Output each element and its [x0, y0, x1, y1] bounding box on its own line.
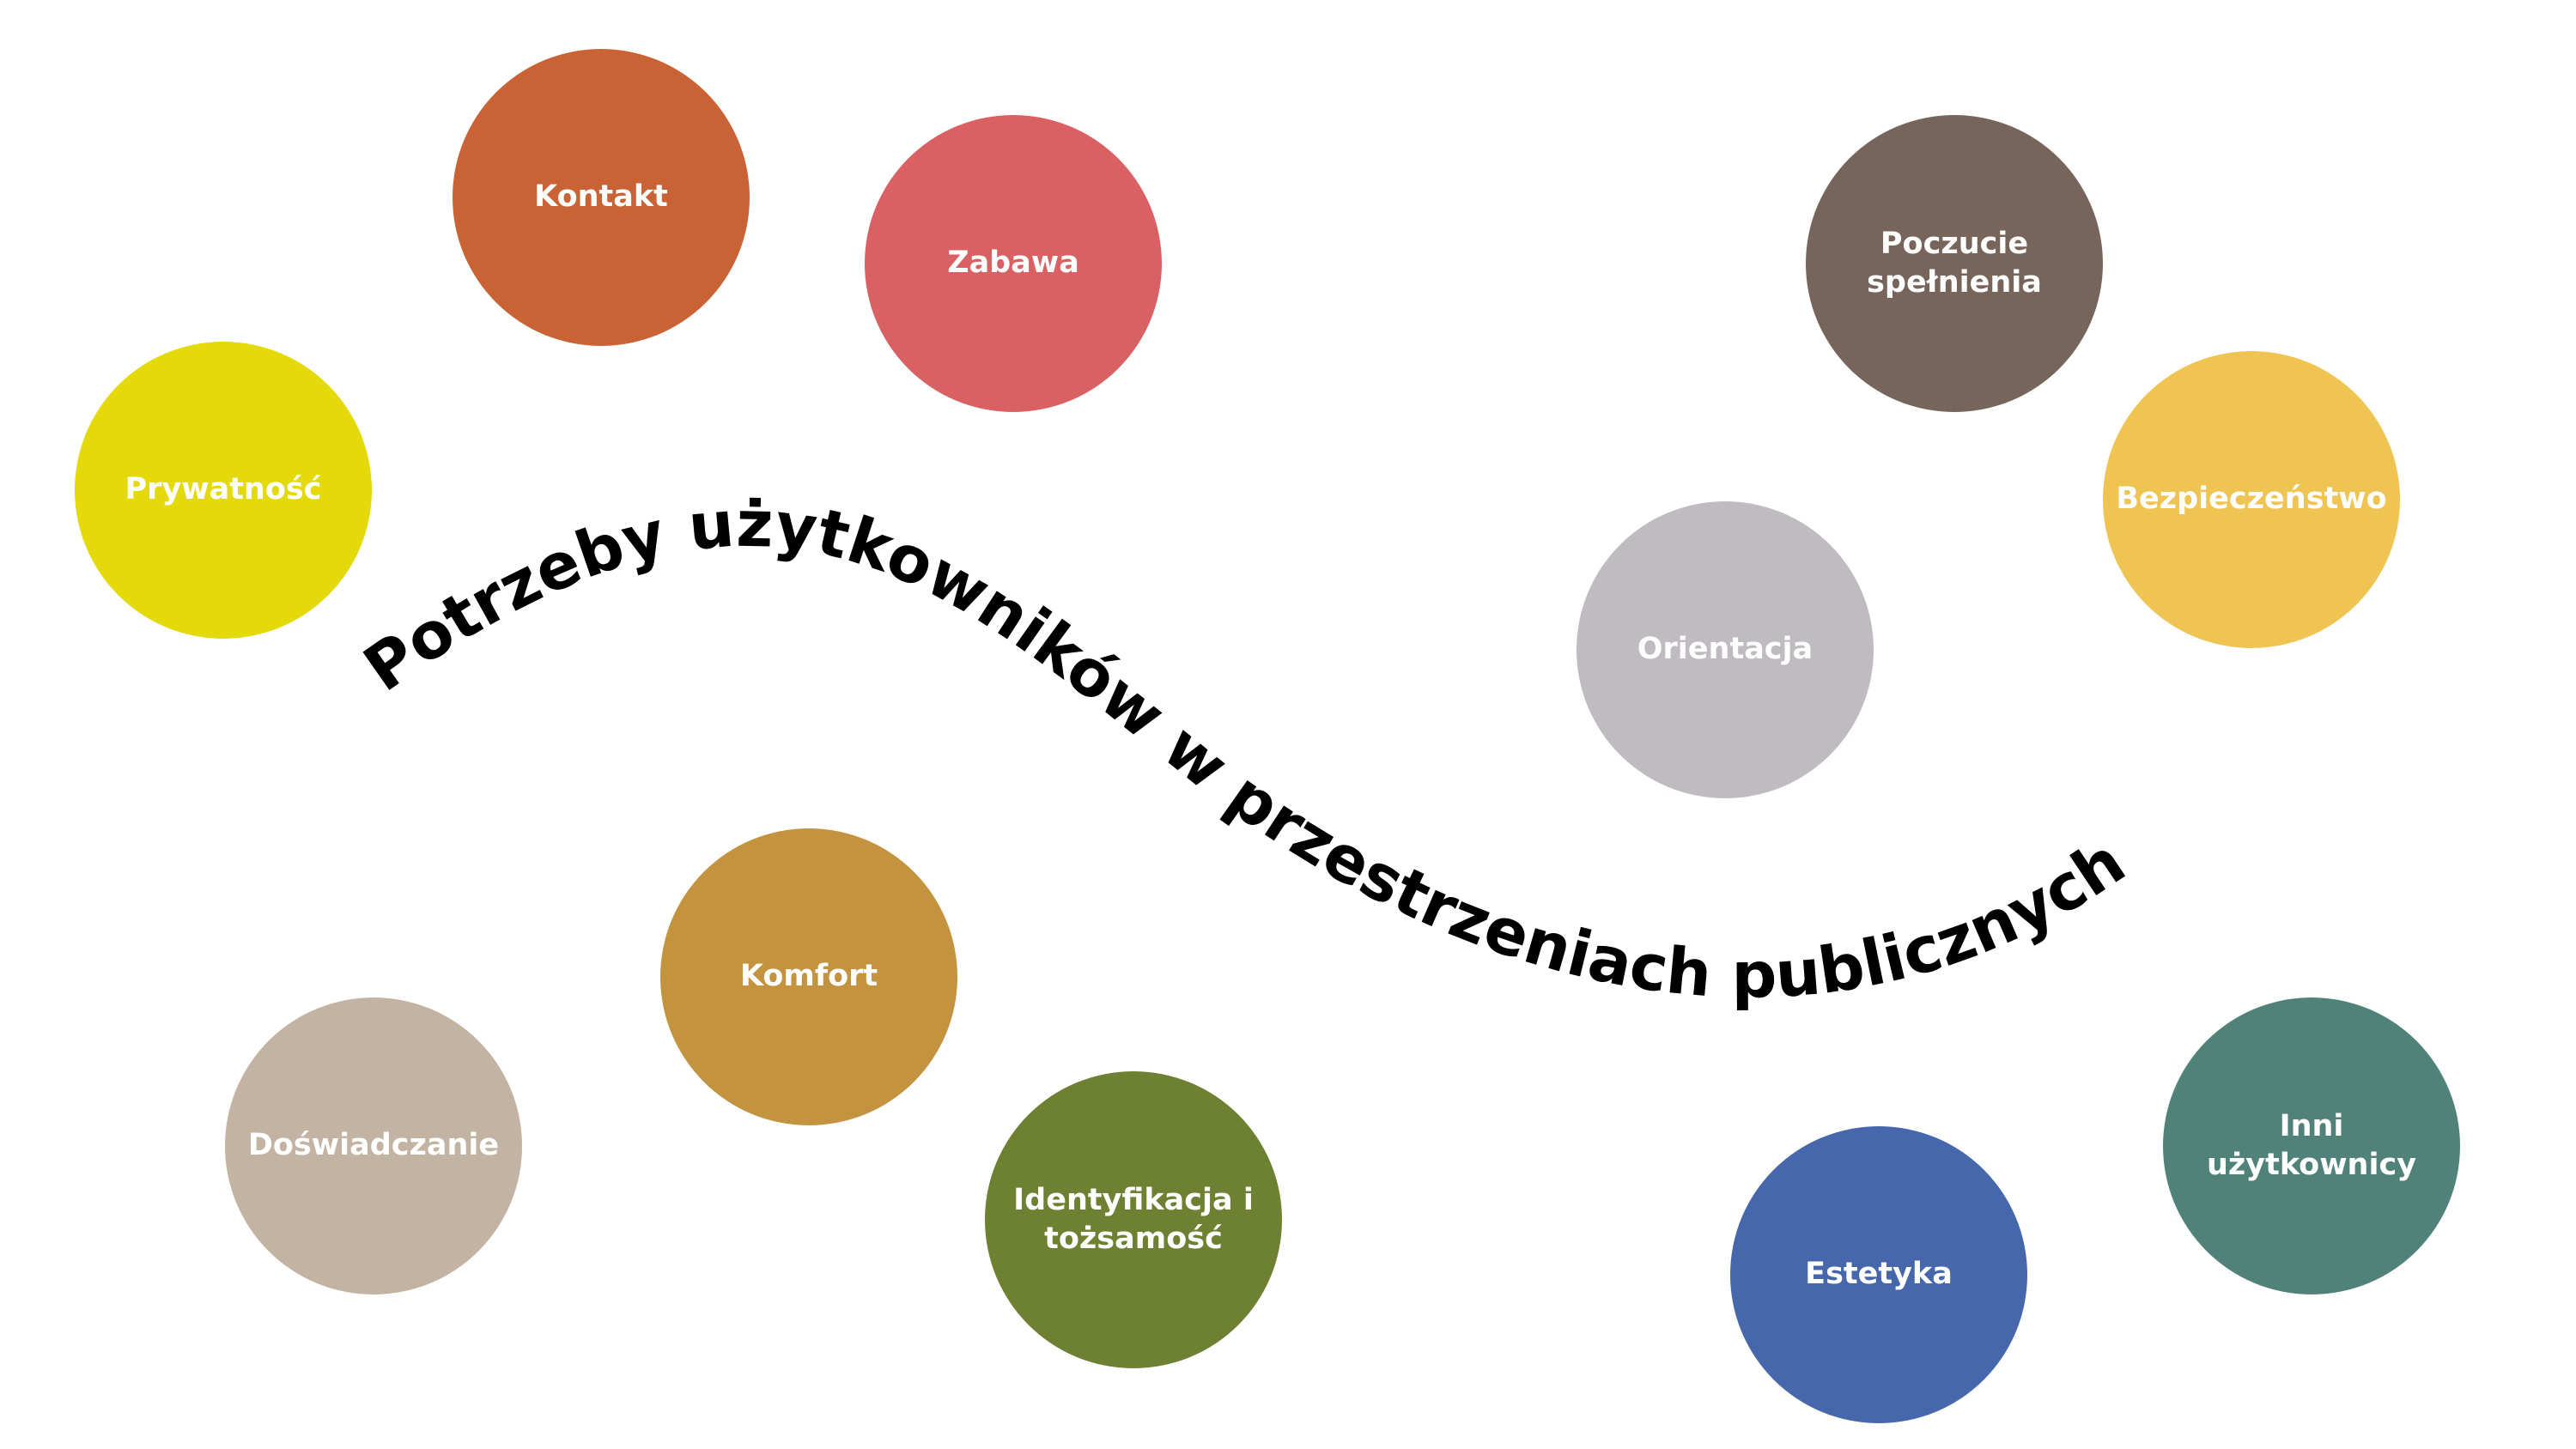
bubble-label: Inni użytkownicy [2206, 1108, 2417, 1183]
bubble-label: Kontakt [534, 179, 668, 215]
bubble-zabawa: Zabawa [865, 115, 1162, 412]
bubble-label: Orientacja [1637, 632, 1814, 667]
bubble-inni-uzytkownicy: Inni użytkownicy [2163, 997, 2460, 1294]
bubble-label: Zabawa [947, 246, 1079, 281]
bubble-label: Bezpieczeństwo [2116, 482, 2387, 517]
bubble-komfort: Komfort [660, 828, 957, 1125]
bubble-doswiadczanie: Doświadczanie [225, 997, 522, 1294]
bubble-orientacja: Orientacja [1577, 501, 1874, 798]
diagram-title-text: Potrzeby użytkowników w przestrzeniach p… [351, 488, 2138, 1013]
bubble-kontakt: Kontakt [453, 49, 750, 346]
bubble-prywatnosc: Prywatność [75, 342, 372, 639]
diagram-title: Potrzeby użytkowników w przestrzeniach p… [351, 488, 2138, 1013]
bubble-label: Doświadczanie [247, 1128, 500, 1163]
bubble-label: Komfort [739, 959, 878, 994]
bubble-label: Identyfikacja i tożsamość [1013, 1182, 1254, 1257]
bubble-bezpieczenstwo: Bezpieczeństwo [2103, 351, 2400, 648]
bubble-label: Estetyka [1805, 1257, 1953, 1292]
bubble-label: Prywatność [125, 472, 322, 507]
bubble-label: Poczucie spełnienia [1867, 226, 2042, 300]
bubble-poczucie-spelnienia: Poczucie spełnienia [1806, 115, 2103, 412]
bubble-estetyka: Estetyka [1730, 1126, 2027, 1423]
bubble-identyfikacja-i-tozsamosc: Identyfikacja i tożsamość [985, 1071, 1282, 1368]
